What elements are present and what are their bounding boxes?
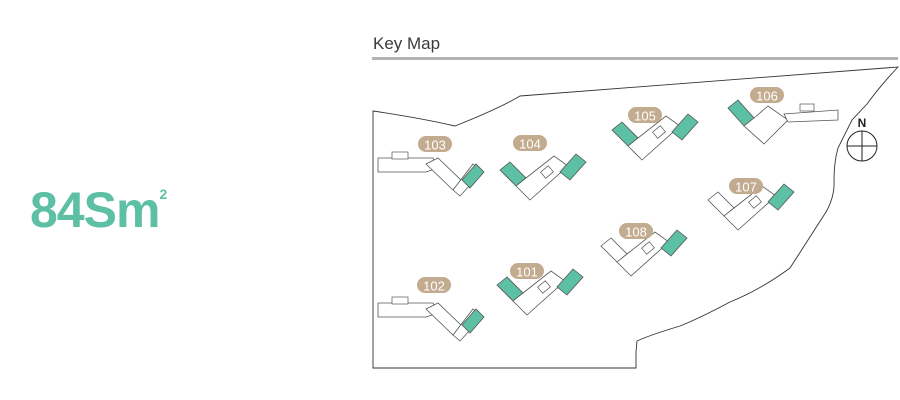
building-badge-background (418, 136, 452, 152)
building-badge-106: 106 (750, 87, 784, 104)
building-badge-label: 103 (424, 138, 446, 153)
key-map-title: Key Map (373, 34, 441, 53)
highlighted-unit (671, 113, 699, 141)
building-outline (652, 125, 666, 139)
building-outline (391, 151, 409, 160)
unit-size-value: 84Sm (30, 182, 160, 238)
building-outline (627, 115, 681, 161)
building-107: 107 (707, 178, 795, 231)
highlighted-unit (461, 308, 485, 334)
building-outline (743, 105, 789, 145)
building-103: 103 (377, 136, 485, 197)
building-badge-104: 104 (513, 135, 547, 152)
building-outline (799, 103, 815, 112)
building-badge-label: 102 (423, 279, 445, 294)
key-map-divider (372, 57, 898, 60)
building-badge-background (619, 223, 653, 239)
unit-size-label: 84Sm2 (30, 182, 167, 238)
building-outline (641, 241, 655, 255)
building-106: 106 (727, 87, 839, 145)
building-outline (783, 109, 839, 123)
building-badge-label: 104 (519, 137, 541, 152)
building-badge-background (729, 178, 763, 194)
building-outline (512, 270, 566, 316)
building-outline (537, 280, 551, 294)
building-badge-101: 101 (510, 263, 544, 280)
building-outline (515, 155, 569, 201)
building-outline (616, 231, 670, 277)
highlighted-unit (660, 229, 688, 257)
building-badge-background (513, 135, 547, 151)
highlighted-unit (559, 153, 587, 181)
unit-size-superscript: 2 (159, 186, 167, 202)
building-badge-label: 105 (634, 109, 656, 124)
building-badge-label: 108 (625, 225, 647, 240)
highlighted-unit (556, 268, 584, 296)
building-105: 105 (611, 107, 699, 161)
building-badge-label: 101 (516, 265, 538, 280)
building-outline (540, 165, 554, 179)
building-badge-label: 107 (735, 180, 757, 195)
building-badge-background (510, 263, 544, 279)
building-108: 108 (600, 223, 688, 277)
building-badge-label: 106 (756, 89, 778, 104)
highlighted-unit (767, 183, 795, 211)
building-outline (391, 296, 409, 305)
north-label: N (858, 116, 867, 130)
building-badge-background (628, 107, 662, 123)
building-104: 104 (499, 135, 587, 201)
north-arrow-icon: N (846, 116, 878, 162)
highlighted-unit (461, 163, 485, 189)
building-outline (723, 185, 777, 231)
building-badge-103: 103 (418, 136, 452, 153)
building-badge-102: 102 (417, 277, 451, 294)
building-101: 101 (496, 263, 584, 316)
building-102: 102 (377, 277, 485, 342)
building-badge-107: 107 (729, 178, 763, 195)
building-badge-108: 108 (619, 223, 653, 240)
building-badge-background (417, 277, 451, 293)
building-badge-105: 105 (628, 107, 662, 124)
building-outline (748, 195, 762, 209)
building-badge-background (750, 87, 784, 103)
buildings-layer: 103 104 105 106 107 108 101 102 (377, 87, 839, 342)
